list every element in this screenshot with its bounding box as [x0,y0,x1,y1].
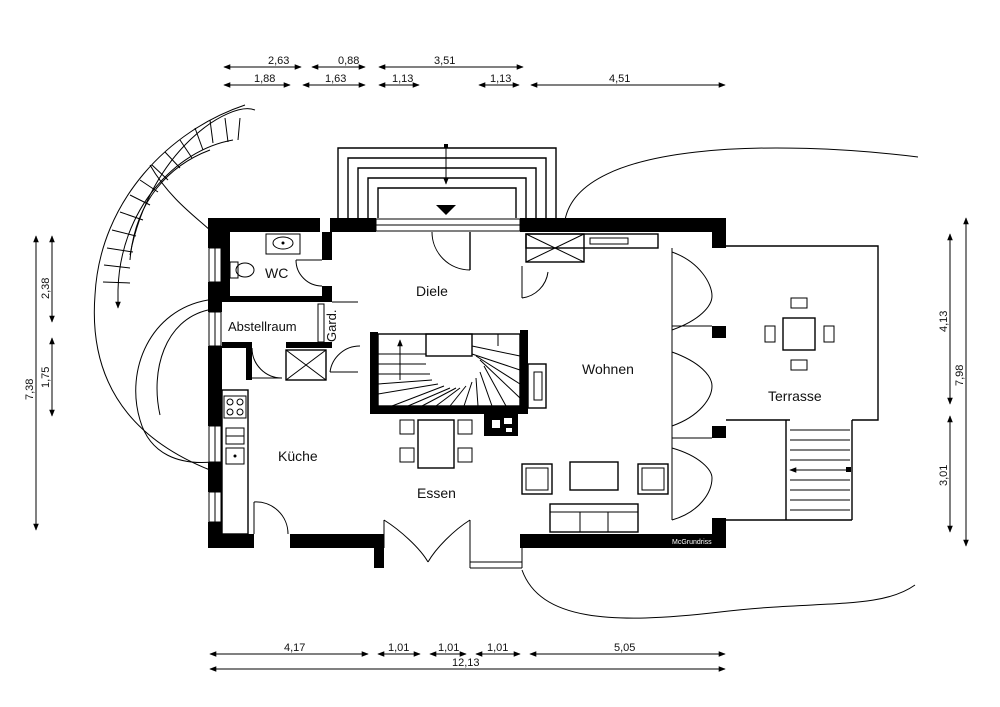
dim-top-1: 2,63 [268,55,289,67]
dim-right-total: 7,98 [954,365,966,386]
room-label-essen: Essen [417,485,456,501]
dimensions-right: 4,13 3,01 7,98 [938,217,969,547]
dim-top-row2-1: 1,88 [254,73,275,85]
dimensions-bottom: 4,17 1,01 1,01 1,01 5,05 12,13 [209,642,726,672]
spiral-stair [102,117,241,309]
dimensions-top: 2,63 0,88 3,51 1,88 1,63 1,13 1,13 4,51 [223,55,726,88]
dim-right-2: 3,01 [938,465,950,486]
dim-top-2: 0,88 [338,55,359,67]
living-furniture [521,461,669,533]
wohnen-cabinet [525,233,659,263]
dim-left-1: 2,38 [40,278,52,299]
windows [208,218,523,569]
staircase [377,333,521,407]
dim-right-1: 4,13 [938,311,950,332]
room-label-wc: WC [265,265,288,281]
entrance-steps [337,144,557,218]
garderobe-cabinet [285,303,327,381]
dim-bottom-4: 1,01 [487,642,508,654]
dim-bottom-total: 12,13 [452,657,480,669]
room-label-diele: Diele [416,283,448,299]
dim-bottom-5: 5,05 [614,642,635,654]
dim-left-total: 7,38 [24,379,36,400]
dim-top-row2-3: 1,13 [392,73,413,85]
wc-fixtures [229,233,301,279]
dim-bottom-3: 1,01 [438,642,459,654]
dim-bottom-2: 1,01 [388,642,409,654]
room-label-wohnen: Wohnen [582,361,634,377]
doors [251,231,713,563]
terrace-table [764,297,835,371]
kitchen-counter [221,389,249,535]
dimensions-left: 2,38 1,75 7,38 [24,235,55,531]
dining-table [399,419,473,469]
terrace [726,245,879,521]
walls [208,218,726,568]
room-label-garderobe: Gard. [324,309,339,342]
brand-label: McGrundriss [672,539,712,546]
dim-top-row2-4: 1,13 [490,73,511,85]
dim-top-3: 3,51 [434,55,455,67]
room-label-abstellraum: Abstellraum [228,319,297,334]
dim-top-row2-2: 1,63 [325,73,346,85]
landscape-curves [93,104,919,619]
dim-top-row2-5: 4,51 [609,73,630,85]
room-label-terrasse: Terrasse [768,388,822,404]
fireplace [492,363,547,432]
dim-left-2: 1,75 [40,367,52,388]
room-labels: WC Diele Abstellraum Gard. Wohnen Terras… [228,265,822,501]
room-label-kueche: Küche [278,448,318,464]
dim-bottom-1: 4,17 [284,642,305,654]
